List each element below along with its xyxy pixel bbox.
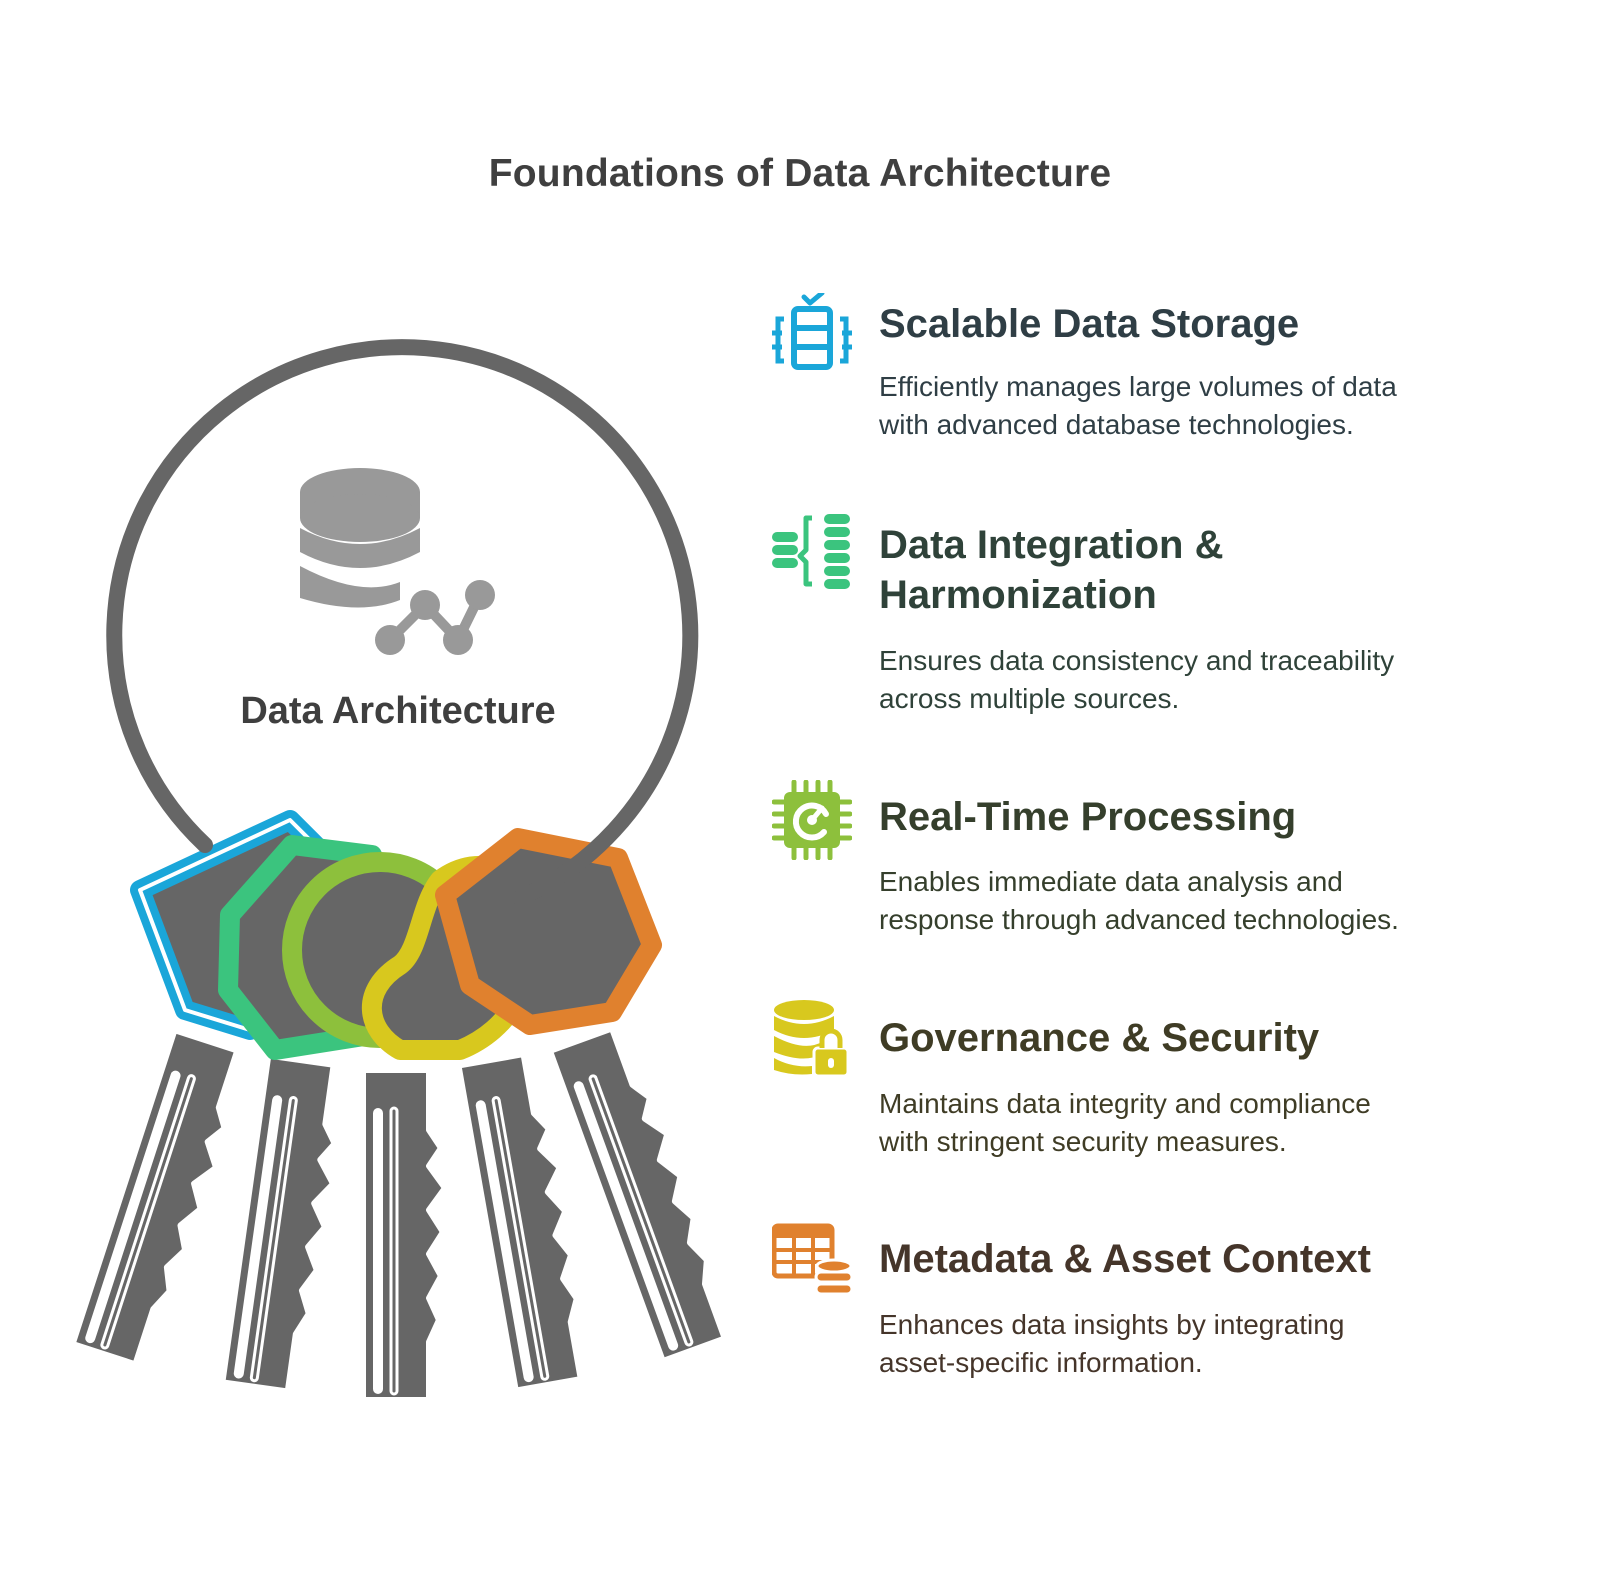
table-database-icon — [772, 1223, 852, 1296]
database-lock-icon — [774, 1000, 850, 1078]
feature-description: Enhances data insights by integrating as… — [879, 1309, 1345, 1378]
database-chart-icon — [300, 468, 495, 655]
key-heads — [130, 810, 662, 1060]
feature-real-time-processing: Real-Time Processing Enables immediate d… — [772, 780, 1532, 950]
processor-chip-icon — [772, 780, 852, 860]
center-label: Data Architecture — [240, 690, 555, 732]
feature-governance-security: Governance & Security Maintains data int… — [772, 1000, 1532, 1170]
feature-data-integration: Data Integration & Harmonization Ensures… — [772, 512, 1532, 732]
feature-heading: Metadata & Asset Context — [879, 1237, 1371, 1281]
feature-description: Maintains data integrity and compliance … — [879, 1088, 1371, 1157]
key-ring — [106, 339, 699, 906]
feature-heading: Data Integration & Harmonization — [879, 523, 1224, 617]
key-shank-3 — [363, 1070, 445, 1400]
server-rack-icon — [772, 293, 852, 370]
key-shank-1 — [73, 1030, 253, 1369]
feature-description: Enables immediate data analysis and resp… — [879, 866, 1399, 935]
page-title: Foundations of Data Architecture — [488, 152, 1112, 195]
feature-metadata-asset-context: Metadata & Asset Context Enhances data i… — [772, 1222, 1532, 1392]
key-shanks — [73, 1023, 740, 1400]
database-merge-icon — [772, 514, 850, 589]
key-shank-5 — [550, 1023, 740, 1361]
feature-heading: Governance & Security — [879, 1016, 1320, 1060]
feature-scalable-data-storage: Scalable Data Storage Efficiently manage… — [772, 293, 1532, 453]
key-head-orange — [435, 828, 662, 1035]
feature-heading: Real-Time Processing — [879, 795, 1297, 839]
key-shank-2 — [222, 1056, 349, 1394]
feature-description: Efficiently manages large volumes of dat… — [879, 371, 1397, 440]
feature-heading: Scalable Data Storage — [879, 302, 1300, 346]
keyring-illustration: Data Architecture — [0, 339, 760, 1400]
feature-description: Ensures data consistency and traceabilit… — [879, 645, 1395, 714]
